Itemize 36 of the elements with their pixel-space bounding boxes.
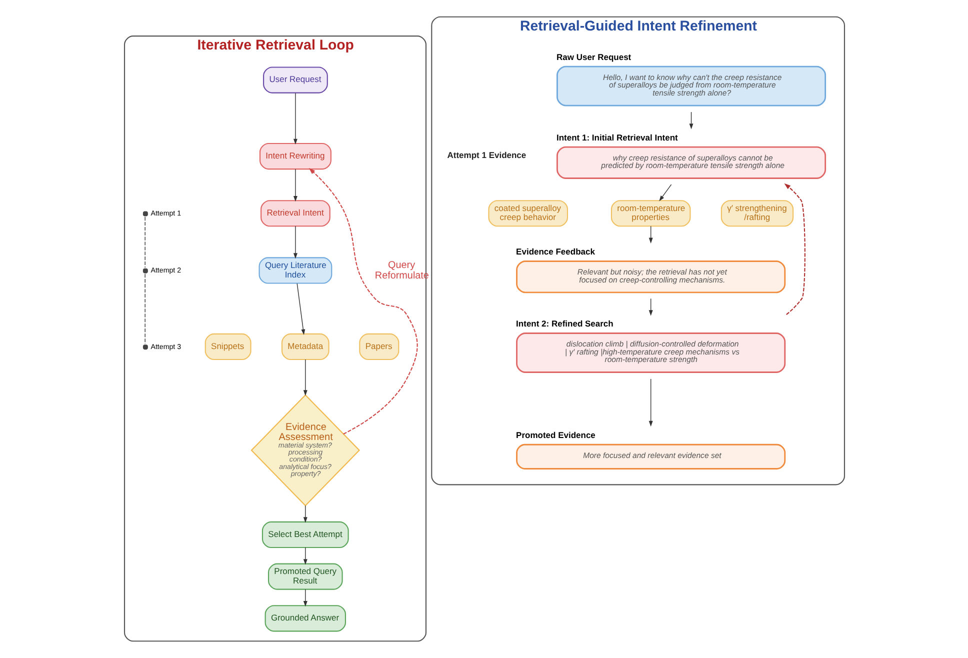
node-box: Promoted Query Result: [267, 563, 342, 590]
node-label: Promoted Evidence: [516, 430, 595, 440]
arrow: [648, 298, 652, 316]
connector: [144, 216, 145, 268]
arrow: [302, 505, 307, 523]
node-label: Evidence Feedback: [516, 246, 594, 257]
node-box: Query Literature Index: [258, 257, 332, 284]
node-box: Metadata: [280, 333, 329, 360]
arrow: [302, 589, 307, 607]
arrow: [658, 184, 672, 202]
node-box: coated superalloy creep behavior: [488, 200, 568, 227]
node-box: Grounded Answer: [264, 605, 346, 632]
node-box: room-temperature properties: [610, 200, 690, 227]
node-box: Retrieval Intent: [260, 200, 330, 227]
node-label: Raw User Request: [556, 52, 631, 62]
node-label: Intent 2: Refined Search: [516, 318, 613, 329]
arrow: [648, 226, 652, 244]
arrow: [296, 283, 305, 335]
arrow: [292, 226, 297, 259]
arrow: [648, 378, 652, 427]
arrow: [292, 168, 297, 202]
node-label: Intent 1: Initial Retrieval Intent: [556, 132, 678, 142]
node-text: Attempt 1 Evidence: [446, 150, 526, 160]
node-box: γ′ strengthening /rafting: [720, 200, 794, 227]
node-box: Snippets: [204, 333, 251, 360]
arrow: [292, 92, 297, 145]
node-box: Select Best Attempt: [261, 521, 348, 548]
arrow: [302, 359, 307, 396]
node-box: Papers: [358, 333, 399, 360]
arrow: [308, 168, 418, 434]
node-box: User Request: [262, 66, 328, 94]
arrow: [688, 112, 693, 130]
connector: [144, 274, 145, 344]
arrow: [302, 547, 307, 565]
node-box: Intent Rewriting: [258, 142, 331, 170]
arrow: [784, 183, 805, 316]
